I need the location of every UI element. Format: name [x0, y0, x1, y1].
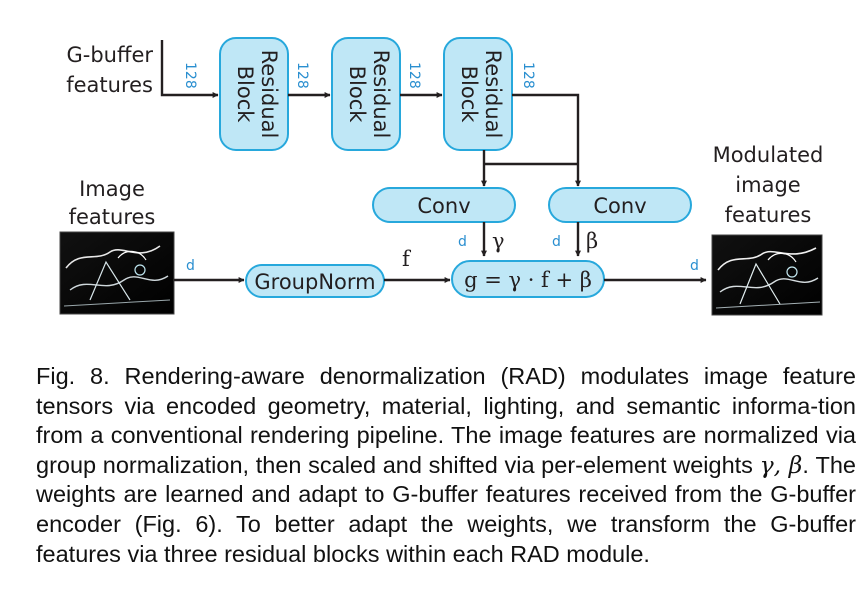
caption-weights: γ, β [759, 450, 803, 479]
gbuffer-input-arrow [160, 40, 219, 98]
channel-label-4: 128 [520, 62, 536, 89]
residual-block-3-label-2: Block [457, 66, 481, 124]
conv-gamma: Conv [372, 187, 516, 223]
groupnorm-block: GroupNorm [245, 264, 385, 298]
residual-block-3-label-1: Residual [481, 50, 505, 139]
rb3-to-conv-right [512, 93, 581, 187]
residual-block-1-label-1: Residual [257, 50, 281, 139]
output-label-1: Modulated [713, 143, 824, 167]
channel-label-3: 128 [406, 62, 422, 89]
output-dim-label: d [690, 258, 699, 274]
gamma-dim-label: d [458, 234, 467, 250]
gbuffer-features-label-1: G-buffer [66, 43, 153, 67]
image-features-label-1: Image [79, 177, 145, 201]
channel-label-2: 128 [294, 62, 310, 89]
caption-pre: Fig. 8. Rendering-aware denormalization … [36, 363, 856, 478]
gbuffer-features-label-2: features [66, 73, 153, 97]
beta-label: β [586, 229, 598, 253]
residual-block-1-label-2: Block [233, 66, 257, 124]
conv-beta: Conv [548, 187, 692, 223]
output-label-2: image [735, 173, 800, 197]
image-dim-label: d [186, 258, 195, 274]
output-image-thumbnail [711, 234, 823, 316]
residual-block-1: Residual Block [219, 37, 289, 151]
residual-block-2: Residual Block [331, 37, 401, 151]
channel-label-1: 128 [182, 62, 198, 89]
rad-diagram: G-buffer features 128 Residual Block 128… [59, 37, 824, 316]
conv-gamma-label: Conv [417, 194, 470, 218]
f-label: f [402, 247, 412, 271]
output-label-3: features [725, 203, 812, 227]
modulation-formula-block: g = γ · f + β [451, 260, 605, 298]
residual-block-2-label-1: Residual [369, 50, 393, 139]
figure-caption: Fig. 8. Rendering-aware denormalization … [36, 362, 856, 569]
gamma-label: γ [492, 229, 505, 253]
input-image-thumbnail [59, 231, 175, 315]
residual-block-2-label-2: Block [345, 66, 369, 124]
image-features-label-2: features [69, 205, 156, 229]
conv-beta-label: Conv [593, 194, 646, 218]
groupnorm-label: GroupNorm [254, 270, 375, 294]
caption-post: . The weights are learned and adapt to G… [36, 451, 856, 567]
modulation-formula: g = γ · f + β [464, 268, 592, 292]
beta-dim-label: d [552, 234, 561, 250]
residual-block-3: Residual Block [443, 37, 513, 151]
